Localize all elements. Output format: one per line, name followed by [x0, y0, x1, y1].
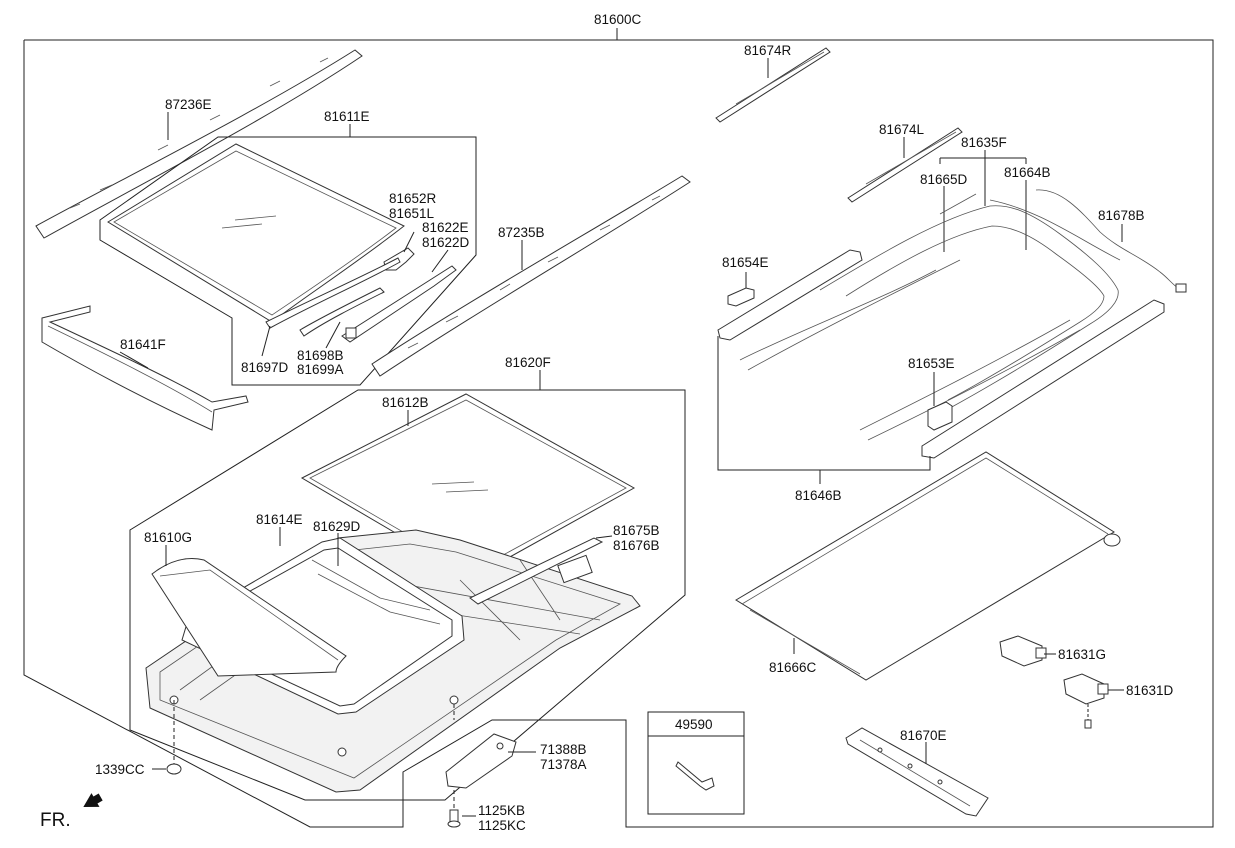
bracket-81611E	[99, 124, 477, 386]
label-81629D: 81629D	[313, 519, 361, 534]
molding-81674L	[847, 127, 963, 203]
label-81664B: 81664B	[1004, 165, 1051, 180]
label-81622D: 81622D	[422, 235, 470, 250]
motor-81631G	[999, 635, 1056, 667]
label-81674L: 81674L	[879, 122, 925, 137]
trim-81670E	[845, 727, 989, 817]
motor-81631D	[1063, 673, 1124, 729]
bolt-1125KB	[447, 790, 476, 828]
label-81697D: 81697D	[241, 360, 289, 375]
label-81653E: 81653E	[908, 356, 955, 371]
label-81654E: 81654E	[722, 255, 769, 270]
label-87235B: 87235B	[498, 225, 545, 240]
roof-rail-rear	[35, 49, 363, 239]
frame-81620F	[129, 370, 686, 801]
label-81612B: 81612B	[382, 395, 429, 410]
panel-81610G	[151, 558, 347, 677]
label-87236E: 87236E	[165, 97, 212, 112]
label-81631D: 81631D	[1126, 683, 1174, 698]
label-81652R: 81652R	[389, 191, 437, 206]
molding-81674R	[715, 47, 831, 123]
label-1339CC: 1339CC	[95, 762, 145, 777]
label-81675B: 81675B	[613, 523, 660, 538]
label-81698B: 81698B	[297, 348, 344, 363]
drain-hose-part	[311, 559, 441, 625]
label-49590: 49590	[675, 717, 713, 732]
label-81631G: 81631G	[1058, 647, 1106, 662]
label-81646B: 81646B	[795, 488, 842, 503]
wiring-harness	[1035, 189, 1187, 293]
label-81699A: 81699A	[297, 362, 344, 377]
label-81610G: 81610G	[144, 530, 192, 545]
label-81674R: 81674R	[744, 43, 792, 58]
label-fr: FR.	[40, 810, 71, 831]
assembly-boundary	[23, 28, 1214, 828]
front-direction-indicator	[83, 793, 103, 807]
label-81665D: 81665D	[920, 172, 968, 187]
glass-cover-strip	[469, 535, 613, 605]
bracket-71388B	[445, 704, 536, 789]
guide-81653E	[927, 372, 953, 431]
label-71388B: 71388B	[540, 742, 587, 757]
sunroof-mechanism	[717, 193, 1165, 459]
front-seal-part	[261, 257, 401, 357]
bracket-81635F	[939, 150, 1027, 206]
label-71378A: 71378A	[540, 757, 587, 772]
label-1125KC: 1125KC	[478, 818, 526, 833]
adhesive-box	[647, 711, 745, 815]
clip-1339CC	[152, 700, 182, 775]
label-81614E: 81614E	[256, 512, 303, 527]
roof-rail-front	[371, 175, 691, 377]
label-81600C: 81600C	[594, 12, 642, 27]
label-81651L: 81651L	[389, 206, 435, 221]
sunshade	[735, 451, 1121, 681]
label-81678B: 81678B	[1098, 208, 1145, 223]
stopper-81654E	[727, 272, 755, 307]
label-81670E: 81670E	[900, 728, 947, 743]
label-81620F: 81620F	[505, 355, 551, 370]
label-81611E: 81611E	[324, 109, 370, 124]
wind-deflector	[41, 305, 249, 431]
guide-rail-part	[341, 249, 457, 343]
bracket-81646B	[717, 336, 931, 484]
label-1125KB: 1125KB	[478, 803, 525, 818]
label-81676B: 81676B	[613, 538, 660, 553]
label-81641F: 81641F	[120, 337, 166, 352]
label-81635F: 81635F	[961, 135, 1007, 150]
label-81666C: 81666C	[769, 660, 817, 675]
label-81622E: 81622E	[422, 220, 469, 235]
